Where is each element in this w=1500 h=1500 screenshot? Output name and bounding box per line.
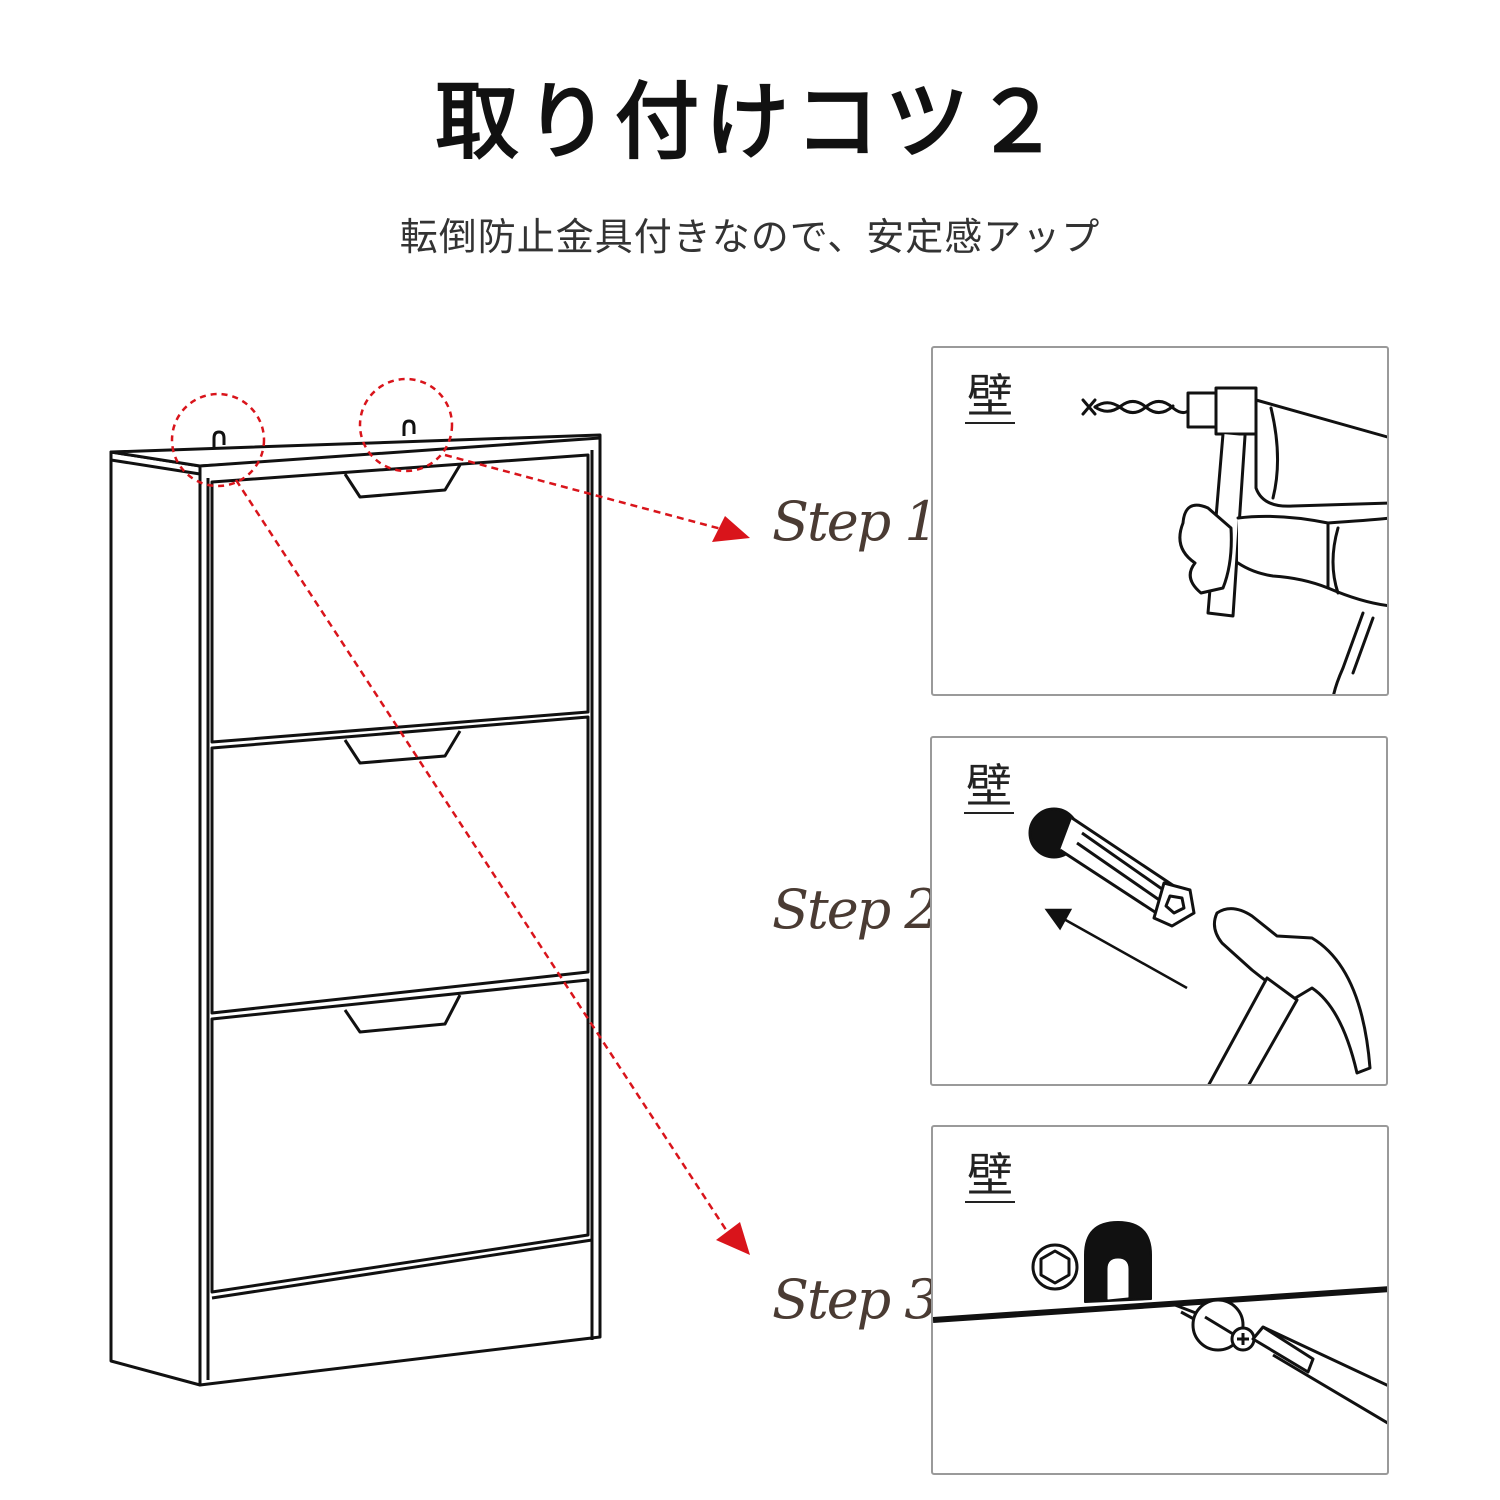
cabinet-edge xyxy=(933,1286,1387,1323)
guide-arrows xyxy=(234,453,732,1237)
arrow-heads xyxy=(712,516,750,1255)
shoe-cabinet xyxy=(109,419,602,1387)
wall-label: 壁 xyxy=(964,759,1014,814)
bracket-icon xyxy=(1084,1221,1152,1303)
screw-icon xyxy=(1174,1298,1245,1352)
step-2-label: Step 2 xyxy=(772,878,939,941)
wall-anchor-icon xyxy=(1028,807,1196,928)
page-title: 取り付けコツ２ xyxy=(434,73,1065,171)
wall-label: 壁 xyxy=(965,1148,1015,1203)
step-1-label: Step 1 xyxy=(772,490,939,553)
drill-icon xyxy=(1081,386,1387,694)
anchor-head-icon xyxy=(1031,1243,1079,1291)
hammer-icon xyxy=(1207,907,1372,1084)
highlight-circles xyxy=(170,377,454,488)
page-subtitle: 転倒防止金具付きなので、安定感アップ xyxy=(399,215,1101,259)
wall-label: 壁 xyxy=(965,369,1015,424)
insert-arrow xyxy=(1044,908,1188,990)
screwdriver-icon xyxy=(1230,1325,1387,1425)
step-3-label: Step 3 xyxy=(772,1268,939,1331)
step-2-panel: 壁 xyxy=(930,736,1388,1086)
step-3-panel: 壁 xyxy=(931,1125,1389,1475)
step-1-panel: 壁 xyxy=(931,346,1389,696)
